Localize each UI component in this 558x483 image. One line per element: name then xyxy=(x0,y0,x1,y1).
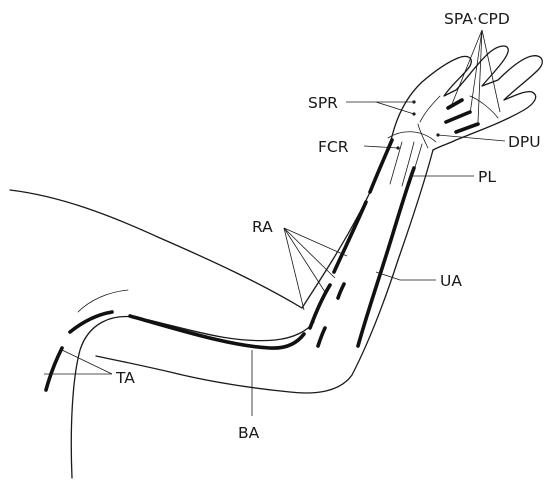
ua-leader xyxy=(376,272,436,280)
axillary-segment-1 xyxy=(46,348,62,390)
spa-cpd-leader-4 xyxy=(482,30,500,112)
leader-lines xyxy=(44,30,505,416)
torso-outline xyxy=(71,317,314,478)
labels: SPA·CPD SPR FCR DPU PL RA UA TA BA xyxy=(115,10,541,442)
ra-leader-3 xyxy=(284,228,335,278)
spr-leader-2 xyxy=(376,102,414,114)
radial-artery-segment-mid xyxy=(334,202,366,272)
wrist-crease xyxy=(388,132,436,142)
fcr-leader xyxy=(364,146,398,148)
palmar-segment-2 xyxy=(446,112,470,122)
dpu-leader xyxy=(438,135,505,141)
palmar-segment-3 xyxy=(456,124,478,132)
upper-arm-top-outline xyxy=(10,190,302,308)
thumb-crease xyxy=(420,96,440,122)
palm-crease xyxy=(470,96,498,118)
ra-leader-2 xyxy=(284,228,325,292)
label-ra: RA xyxy=(252,218,273,236)
wrist-tendon-2 xyxy=(402,142,414,186)
vessels xyxy=(46,100,478,390)
label-fcr: FCR xyxy=(318,138,349,156)
ra-leader-4 xyxy=(284,228,347,256)
label-spa-cpd: SPA·CPD xyxy=(444,10,510,28)
axillary-segment-2 xyxy=(70,312,112,332)
spa-cpd-leader-1 xyxy=(452,30,482,104)
ta-leader-2 xyxy=(62,350,112,374)
radial-artery-small-1 xyxy=(318,328,325,346)
label-dpu: DPU xyxy=(508,133,541,151)
brachial-artery-segment xyxy=(130,316,304,348)
shoulder-contour xyxy=(78,290,128,312)
label-ua: UA xyxy=(440,272,462,290)
label-spr: SPR xyxy=(308,94,338,112)
ulnar-artery-segment xyxy=(358,168,414,346)
wrist-tendon-1 xyxy=(390,142,402,184)
label-ta: TA xyxy=(115,369,135,387)
palmar-segment-1 xyxy=(448,100,462,108)
radial-artery-small-2 xyxy=(338,284,344,298)
label-ba: BA xyxy=(238,424,260,442)
ra-leader-1 xyxy=(284,228,304,310)
label-pl: PL xyxy=(478,168,496,186)
